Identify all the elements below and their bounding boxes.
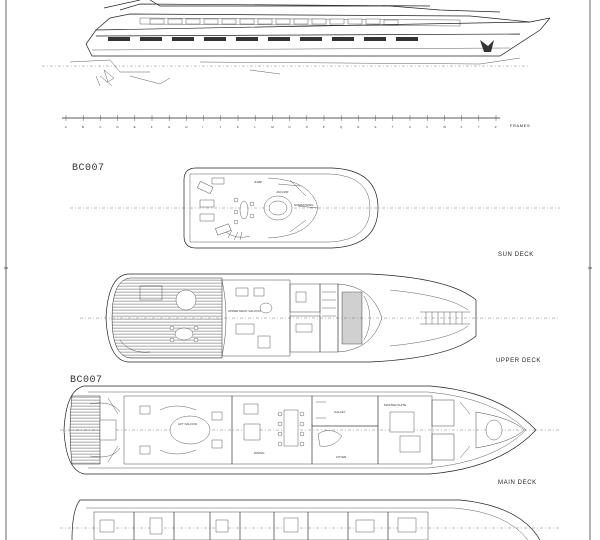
propeller-rudder (95, 69, 115, 87)
drawing-code-middle: BC007 (70, 375, 103, 386)
sheet-border (4, 0, 592, 540)
ruler-mark-label: A (65, 125, 67, 129)
room-label-main-4: MASTER SUITE (384, 403, 406, 407)
ruler-mark-label: R (357, 125, 360, 129)
deck-label-main: MAIN DECK (498, 480, 537, 486)
ruler-mark-label: T (392, 125, 394, 129)
ruler-mark-label: C (99, 125, 102, 129)
room-label-sun-2: JACUZZI (276, 190, 288, 194)
ruler-mark-label: Z (495, 125, 497, 129)
ruler-mark-label: P (323, 125, 325, 129)
ruler-mark-label: D (116, 125, 119, 129)
room-label-sun-1: SUNBATHING (294, 203, 314, 207)
ruler-mark-label: I (202, 125, 203, 129)
room-label-main-3: FOYER (336, 455, 347, 459)
ruler-mark-label: N (288, 125, 290, 129)
ruler-mark-label: B (82, 125, 84, 129)
ruler-mark-label: M (271, 125, 274, 129)
ruler-mark-label: X (460, 125, 462, 129)
lower-deck-plan (71, 499, 541, 540)
ruler-mark-label: V (426, 125, 428, 129)
profile-view (42, 0, 551, 87)
room-label-sun-0: JUMP (254, 180, 262, 184)
drawing-code-top: BC007 (72, 163, 105, 174)
upper-windows (149, 18, 399, 26)
deck-label-upper: UPPER DECK (496, 358, 541, 364)
hull-windows (108, 37, 418, 41)
frames-label: FRAMES (510, 123, 530, 128)
main-deck-plan: AFT SALOON DINING GALLEY FOYER MASTER SU… (63, 385, 537, 475)
ruler-mark-label: Q (340, 125, 343, 129)
room-label-main-0: AFT SALOON (178, 422, 197, 426)
ruler-mark-label: G (168, 125, 171, 129)
ruler-mark-label: H (185, 125, 187, 129)
room-label-main-1: DINING (254, 451, 265, 455)
room-label-main-2: GALLEY (334, 410, 346, 414)
ruler-mark-label: O (306, 125, 309, 129)
upper-deck-plan: UPPER DECK SALOON (105, 273, 477, 363)
room-label-upper-0: UPPER DECK SALOON (228, 309, 261, 313)
ruler-ticks: A B C D E F G H I J K L M N O P Q R S T U V W X Y Z (65, 115, 497, 129)
ruler-mark-label: S (374, 125, 376, 129)
ruler-mark-label: W (443, 125, 446, 129)
centerlines (60, 207, 560, 529)
ruler-mark-label: L (254, 125, 256, 129)
sun-deck-plan: JACUZZI SUNBATHING JUMP (183, 167, 379, 249)
frame-ruler: A B C D E F G H I J K L M N O P Q R S T U V W X Y Z FRAMES (62, 115, 530, 129)
ruler-mark-label: E (134, 125, 136, 129)
ruler-mark-label: U (409, 125, 411, 129)
ruler-mark-label: K (237, 125, 239, 129)
ruler-mark-label: Y (478, 125, 480, 129)
ruler-mark-label: F (151, 125, 153, 129)
deck-label-sun: SUN DECK (498, 252, 534, 258)
ruler-mark-label: J (220, 125, 222, 129)
sun-loungers (197, 177, 232, 236)
